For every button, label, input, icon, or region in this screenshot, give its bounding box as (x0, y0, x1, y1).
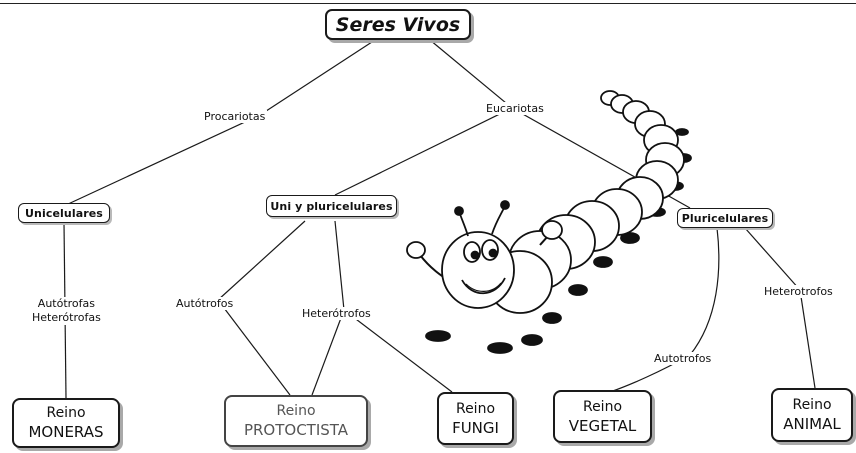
protoctista-line1: Reino (276, 403, 316, 419)
kingdom-protoctista: Reino PROTOCTISTA (224, 395, 368, 447)
label-heterotrofos: Heterótrofos (300, 307, 373, 320)
animal-line1: Reino (792, 397, 832, 413)
vegetal-line1: Reino (582, 398, 623, 415)
kingdom-vegetal: Reino VEGETAL (553, 390, 652, 443)
label-autotrofas: Autótrofas Heterótrofas (30, 297, 103, 325)
fungi-line1: Reino (455, 400, 496, 417)
edge-heterotrofos-protoctista (311, 309, 345, 396)
edge-pluri-vegetal (609, 227, 720, 393)
uni-pluricelulares-label: Uni y pluricelulares (270, 199, 393, 213)
protoctista-line2: PROTOCTISTA (243, 421, 349, 439)
node-pluricelulares: Pluricelulares (677, 208, 773, 228)
unicelulares-label: Unicelulares (25, 206, 103, 220)
edge-procariotas-unicelulares (65, 114, 261, 206)
edge-autotrofos-protoctista (217, 299, 291, 396)
autotrofas-text: Autótrofas (37, 297, 96, 310)
label-heterotrofos-animal: Heterotrofos (762, 285, 835, 298)
kingdom-animal: Reino ANIMAL (771, 388, 853, 442)
label-autotrofos-vegetal: Autotrofos (652, 352, 714, 365)
edge-uni-heterotrofos (334, 220, 345, 311)
label-autotrofos: Autótrofos (174, 297, 236, 310)
edge-heterotrofos-animal (799, 289, 816, 389)
node-unicelulares: Unicelulares (18, 203, 110, 223)
moneras-line1: Reino (46, 405, 86, 421)
root-label: Seres Vivos (335, 13, 461, 36)
caterpillar-illustration (406, 90, 692, 354)
moneras-line2: MONERAS (28, 423, 104, 441)
top-border-line (0, 3, 856, 4)
pluricelulares-label: Pluricelulares (681, 211, 769, 225)
label-procariotas: Procariotas (202, 110, 268, 123)
fungi-line2: FUNGI (452, 418, 499, 437)
edge-uni-autotrofos (217, 220, 306, 301)
kingdom-fungi: Reino FUNGI (437, 392, 514, 445)
edge-pluri-heterotrofos (744, 227, 801, 291)
edge-eucariotas-uni (334, 107, 513, 196)
edge-root-procariotas (259, 39, 376, 116)
edge-heterotrofos-fungi (343, 309, 453, 393)
caterpillar-body (487, 90, 685, 314)
kingdom-moneras: Reino MONERAS (12, 398, 120, 448)
node-uni-pluricelulares: Uni y pluricelulares (266, 195, 397, 217)
animal-line2: ANIMAL (783, 415, 841, 433)
heterotrofas-text: Heterótrofas (32, 311, 101, 324)
label-eucariotas: Eucariotas (484, 102, 546, 115)
caterpillar-head (441, 231, 515, 309)
root-node: Seres Vivos (325, 9, 471, 40)
edge-root-eucariotas (429, 39, 513, 109)
vegetal-line2: VEGETAL (568, 416, 637, 435)
